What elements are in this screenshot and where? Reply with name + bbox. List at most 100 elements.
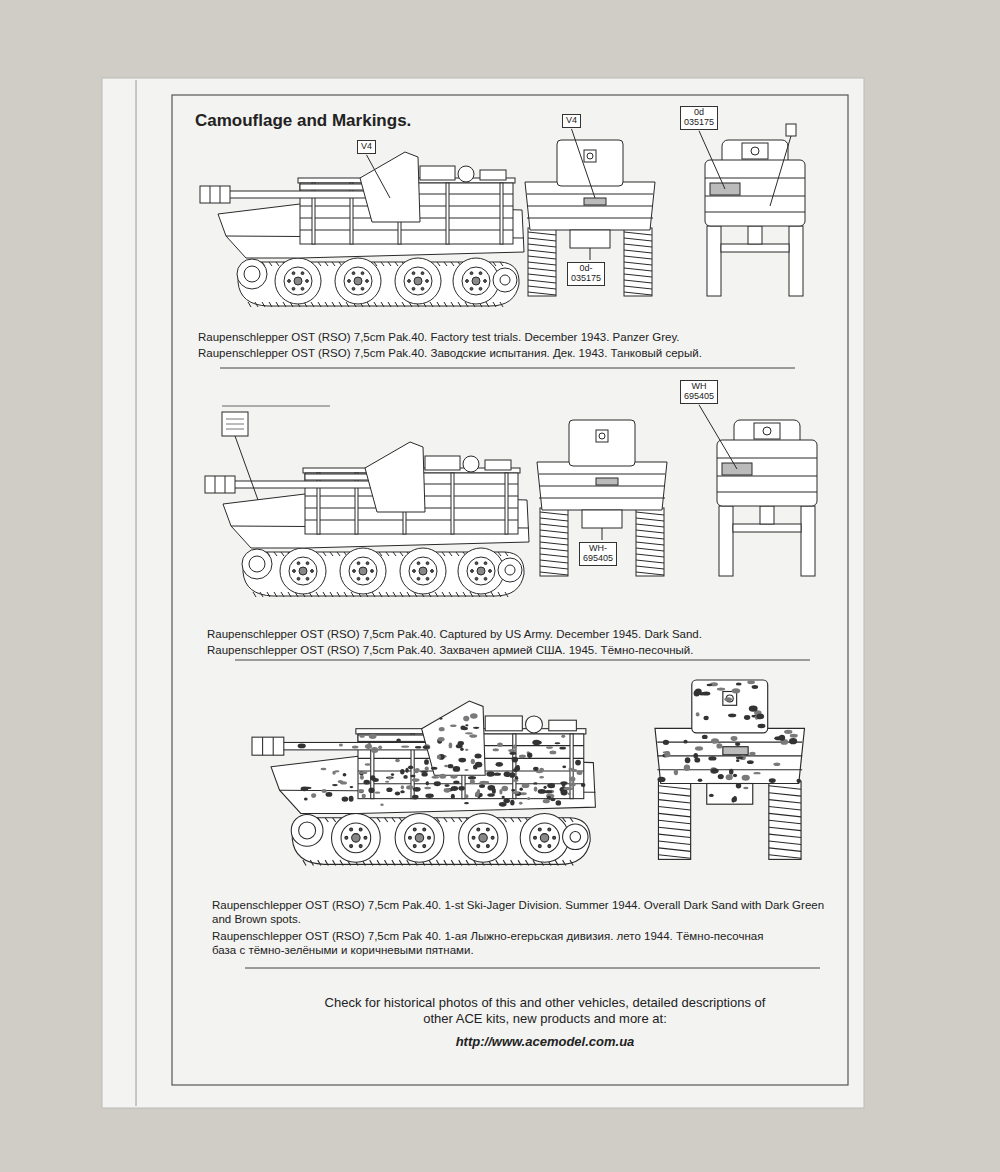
wheel-bolt [408, 836, 411, 839]
track-link [388, 302, 391, 307]
muzzle-brake [252, 737, 284, 755]
wheel-bolt [538, 845, 541, 848]
track-link [381, 262, 384, 266]
gun-shield [365, 442, 425, 512]
marking-text: V4 [566, 116, 577, 126]
hand-wheel [458, 166, 474, 182]
wheel-bolt [352, 287, 355, 290]
wheel-bolt [301, 287, 304, 290]
marking-flag [222, 412, 248, 436]
track-link [346, 302, 349, 307]
camo-spot [470, 779, 475, 784]
track-link [392, 860, 395, 865]
track-link [260, 592, 263, 597]
camo-spot [543, 786, 546, 789]
camo-spot [326, 792, 333, 797]
side-view [200, 152, 524, 307]
camo-spot [683, 740, 687, 744]
camo-spot [406, 785, 413, 789]
camo-spot [533, 782, 537, 784]
camo-spot [349, 796, 354, 802]
slat [705, 196, 805, 197]
camo-spot [352, 745, 359, 748]
camo-spot [360, 775, 364, 780]
camo-spot [415, 768, 420, 772]
muzzle-brake [205, 476, 235, 493]
camo-spot [733, 774, 737, 777]
camo-spot [773, 762, 780, 766]
camo-spot [420, 771, 428, 773]
wheel-hub [477, 567, 485, 575]
track-link [624, 274, 652, 277]
track-link [325, 860, 328, 865]
track-link [459, 860, 462, 865]
track-link [636, 566, 664, 569]
camo-spot [512, 791, 520, 794]
wheel-bolt [417, 577, 420, 580]
track-link [316, 592, 319, 597]
wheel-bolt [484, 562, 487, 565]
track-link [269, 302, 272, 307]
camo-spot [332, 784, 338, 786]
track-link [370, 860, 373, 865]
track-link [303, 860, 306, 865]
camo-spot [311, 793, 316, 798]
slat [539, 498, 665, 499]
slat [717, 492, 817, 493]
track-link [528, 256, 556, 259]
caption-text: Raupenschlepper OST (RSO) 7,5cm Pak.40. … [198, 330, 818, 344]
wheel-bolt [475, 577, 478, 580]
camo-spot [421, 772, 427, 776]
marking-box: WH-695405 [579, 542, 617, 566]
camo-spot [522, 783, 530, 788]
track-link [442, 592, 445, 597]
wheel-bolt [477, 845, 480, 848]
camo-spot [731, 736, 738, 741]
wheel-bolt [423, 845, 426, 848]
road-wheel [289, 557, 317, 585]
wheel-bolt [292, 272, 295, 275]
road-wheel [467, 557, 495, 585]
track-link [399, 860, 402, 865]
slat [527, 194, 653, 195]
leader-line [367, 155, 390, 198]
road-wheel [331, 813, 380, 862]
camo-spot [473, 727, 479, 729]
wheel-bolt [353, 570, 356, 573]
track-link [388, 262, 391, 266]
idler [493, 268, 517, 292]
wheel-bolt [350, 828, 353, 831]
track-link [442, 552, 445, 556]
track-link [330, 592, 333, 597]
wheel-bolt [413, 845, 416, 848]
track-link [563, 860, 566, 865]
camo-spot [439, 727, 445, 731]
road-wheel [459, 813, 508, 862]
wheel-bolt [357, 562, 360, 565]
wheel-bolt [352, 272, 355, 275]
wheel-bolt [489, 570, 492, 573]
flag-detail [226, 419, 244, 420]
track-link [491, 592, 494, 597]
camo-spot [539, 776, 544, 779]
road-wheel [340, 548, 386, 594]
leg [801, 506, 815, 576]
wheel-hub [294, 277, 302, 285]
camo-spot [465, 794, 469, 798]
camo-spot [458, 786, 465, 791]
sprocket [244, 266, 260, 282]
road-wheel [341, 823, 371, 853]
wheel-bolt [359, 845, 362, 848]
camo-spot [493, 748, 499, 751]
wheel-bolt [470, 272, 473, 275]
camo-spot [527, 753, 532, 759]
wheel-bolt [426, 280, 429, 283]
track-link [624, 232, 652, 235]
track-link [636, 530, 664, 533]
track-link [658, 786, 690, 789]
track-link [769, 855, 801, 858]
track-link [769, 786, 801, 789]
wheel-hub [472, 277, 480, 285]
wheel-bolt [553, 836, 556, 839]
track-link [636, 572, 664, 575]
